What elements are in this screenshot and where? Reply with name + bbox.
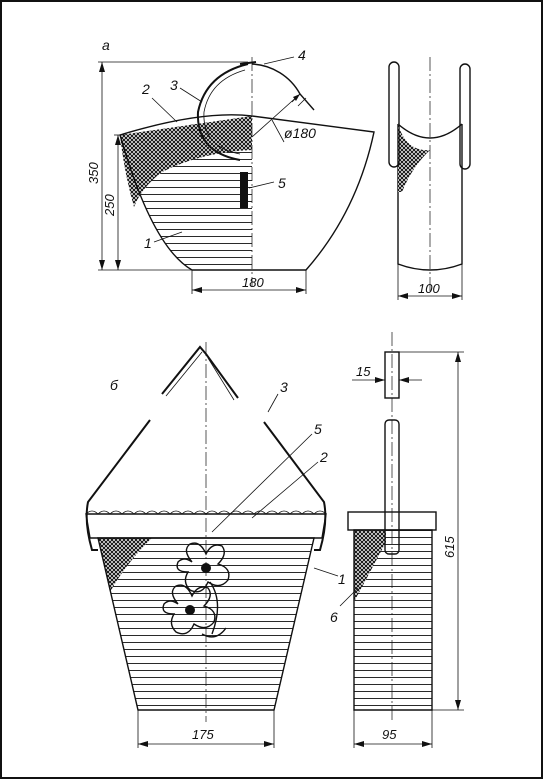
handle-wire-right [263, 421, 327, 551]
callout-b-1: 1 [338, 571, 346, 587]
callout-b-2: 2 [319, 449, 328, 465]
handle-top [161, 345, 239, 399]
figure-a-side-view: 100 [388, 57, 471, 300]
dim-15: 15 [356, 364, 371, 379]
basket-outline [119, 114, 375, 271]
lattice-weave [120, 116, 252, 207]
dim-180: 180 [242, 275, 264, 290]
pansy-flowers [162, 542, 230, 638]
callout-b-3: 3 [280, 379, 288, 395]
dim-100: 100 [418, 281, 440, 296]
dim-handle-diameter: ø180 [284, 125, 316, 141]
panel-label-a: а [102, 37, 110, 53]
side-outline [397, 124, 463, 271]
callout-1: 1 [144, 235, 152, 251]
dim-615: 615 [442, 536, 457, 558]
handle-wire-left [85, 419, 151, 551]
dim-175: 175 [192, 727, 214, 742]
callout-b-5: 5 [314, 421, 322, 437]
figure-a-front-view: а 2 3 4 5 1 ø180 350 250 180 [86, 37, 375, 294]
dim-95: 95 [382, 727, 397, 742]
side-handle-right [459, 63, 471, 170]
dim-350: 350 [86, 162, 101, 184]
callout-3: 3 [170, 77, 178, 93]
callout-5: 5 [278, 175, 286, 191]
figure-b-side-view: 15 615 6 95 [330, 332, 464, 748]
figure-b-front-view: б 3 5 2 1 175 [85, 342, 346, 748]
side-handle-left [388, 61, 400, 168]
panel-label-b: б [110, 377, 119, 393]
handle-outline [251, 63, 315, 111]
callout-b-6: 6 [330, 609, 338, 625]
dim-250: 250 [102, 194, 117, 217]
callout-2: 2 [141, 81, 150, 97]
callout-4: 4 [298, 47, 306, 63]
handle-ring [196, 63, 249, 161]
fastener-strip [240, 172, 248, 208]
